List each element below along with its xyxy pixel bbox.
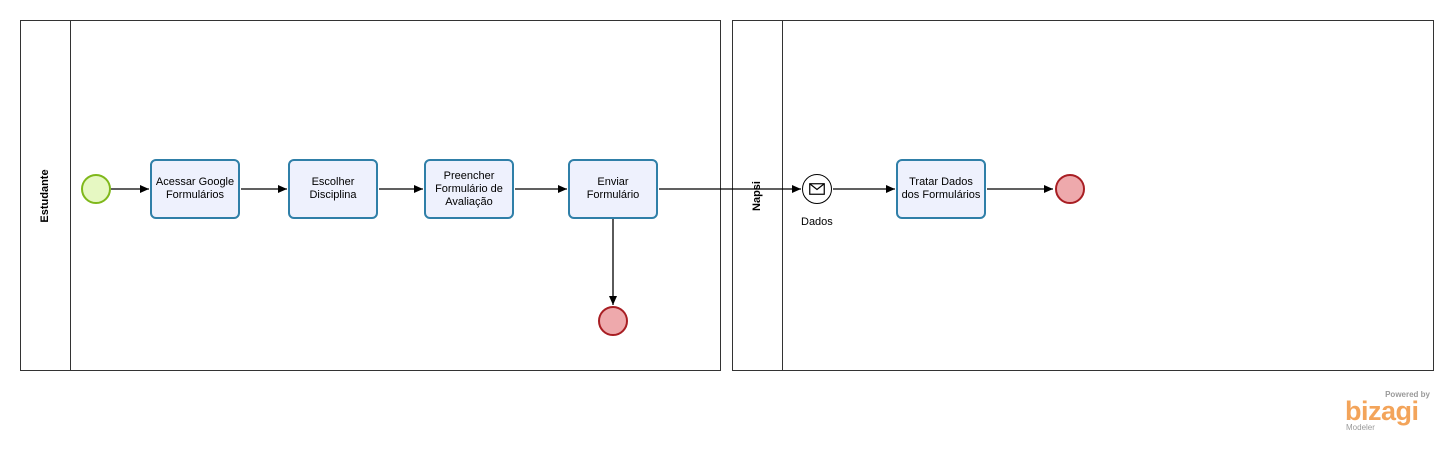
pool-estudante-header: Estudante bbox=[21, 21, 71, 370]
bizagi-logo: Powered by bizagi Modeler bbox=[1345, 390, 1435, 435]
task-preencher-formulario[interactable]: Preencher Formulário de Avaliação bbox=[424, 159, 514, 219]
task-escolher-label: Escolher Disciplina bbox=[309, 176, 357, 201]
pool-napsi-header: Napsi bbox=[733, 21, 783, 370]
message-event-dados[interactable] bbox=[802, 174, 832, 204]
task-tratar-dados[interactable]: Tratar Dados dos Formulários bbox=[896, 159, 986, 219]
logo-modeler-text: Modeler bbox=[1346, 423, 1375, 432]
task-enviar-label: Enviar Formulário bbox=[586, 176, 640, 201]
logo-powered-text: Powered by bbox=[1385, 390, 1430, 399]
task-tratar-label: Tratar Dados dos Formulários bbox=[901, 176, 981, 201]
end-event-napsi[interactable] bbox=[1055, 174, 1085, 204]
task-acessar-google-formularios[interactable]: Acessar Google Formulários bbox=[150, 159, 240, 219]
envelope-icon bbox=[809, 183, 825, 195]
task-escolher-disciplina[interactable]: Escolher Disciplina bbox=[288, 159, 378, 219]
end-event-estudante[interactable] bbox=[598, 306, 628, 336]
logo-brand-text: bizagi bbox=[1345, 396, 1419, 426]
task-enviar-formulario[interactable]: Enviar Formulário bbox=[568, 159, 658, 219]
task-preencher-label: Preencher Formulário de Avaliação bbox=[435, 169, 503, 208]
task-acessar-label: Acessar Google Formulários bbox=[155, 176, 235, 201]
message-event-label: Dados bbox=[801, 216, 833, 228]
start-event[interactable] bbox=[81, 174, 111, 204]
